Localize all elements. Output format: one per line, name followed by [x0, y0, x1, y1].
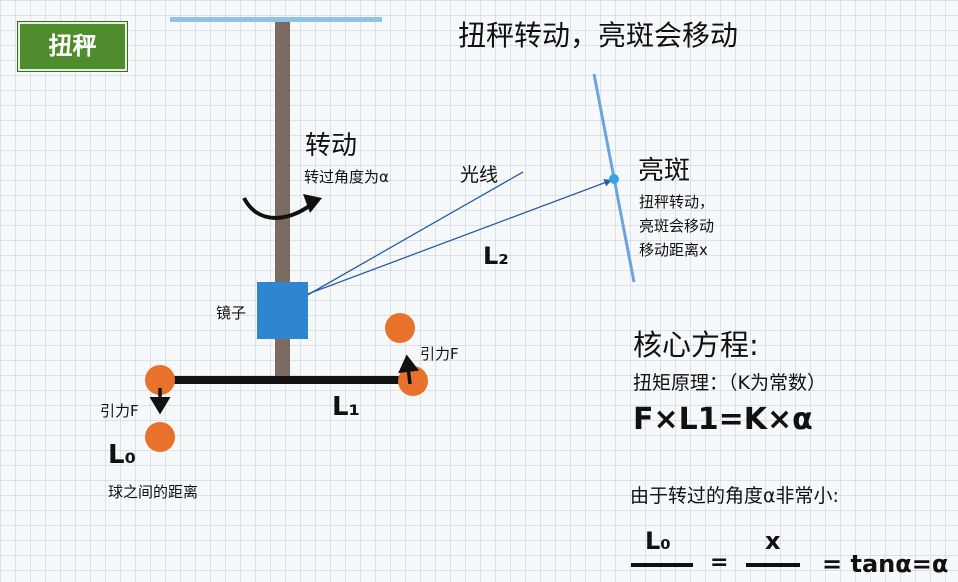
label-L2: L₂	[483, 242, 509, 270]
spot-line-2: 亮斑会移动	[639, 217, 715, 235]
force-arrow-right	[398, 354, 420, 385]
fraction-1-bar	[631, 563, 693, 567]
fraction-1-numerator: L₀	[645, 527, 671, 555]
torque-formula: F×L1=K×α	[633, 402, 813, 437]
incident-light-ray	[296, 171, 524, 302]
force-label-right: 引力F	[420, 345, 459, 363]
equals-sign-1: =	[710, 550, 729, 575]
tan-alpha-equation: = tanα=α	[822, 550, 949, 578]
ball-right-small	[398, 366, 428, 396]
reflected-light-ray	[296, 179, 613, 299]
force-label-left: 引力F	[100, 402, 139, 420]
ball-left-small	[145, 365, 175, 395]
section-tag: 扭秤	[18, 22, 127, 71]
spot-line-1: 扭秤转动，	[639, 193, 715, 211]
rotation-arrow-head	[303, 194, 322, 213]
spot-heading: 亮斑	[638, 156, 691, 186]
label-L1: L₁	[332, 392, 360, 422]
light-ray-label: 光线	[460, 164, 499, 186]
equation-heading: 核心方程:	[633, 328, 759, 362]
small-angle-note: 由于转过的角度α非常小:	[630, 485, 839, 507]
ball-right-large	[385, 313, 415, 343]
fraction-2-bar	[746, 563, 800, 567]
rotation-note: 转过角度为α	[304, 168, 389, 186]
top-support-bar	[170, 17, 382, 22]
spot-line-3: 移动距离x	[639, 241, 708, 259]
fraction-2-numerator: x	[765, 527, 781, 555]
mirror-label: 镜子	[216, 304, 247, 322]
rotation-arrow	[242, 196, 314, 220]
ball-distance-label: 球之间的距离	[108, 483, 199, 501]
rotation-heading: 转动	[305, 131, 358, 161]
ball-left-large	[145, 422, 175, 452]
light-spot	[609, 174, 619, 184]
balance-beam	[165, 376, 410, 384]
label-L0: L₀	[108, 440, 136, 470]
page-title: 扭秤转动，亮斑会移动	[458, 19, 739, 52]
torque-principle: 扭矩原理：（K为常数）	[633, 372, 826, 394]
mirror-square	[257, 282, 308, 339]
